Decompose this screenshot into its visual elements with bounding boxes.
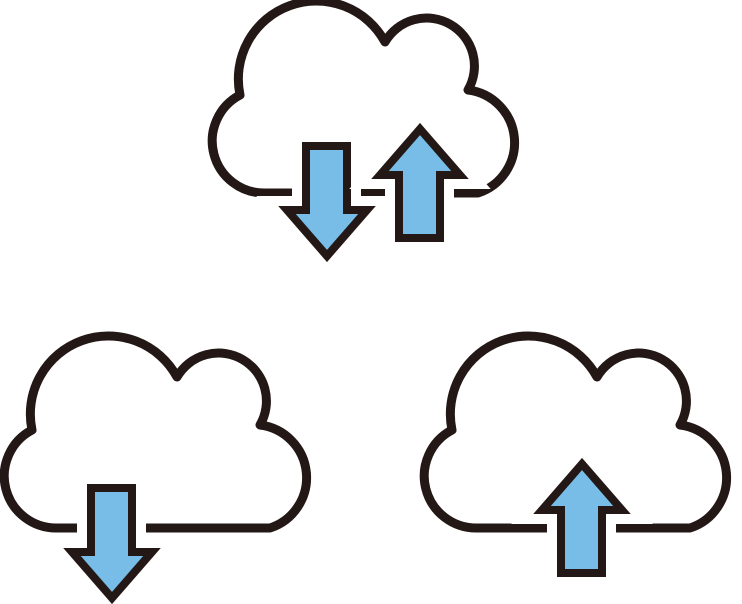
upload-arrow-icon: [542, 464, 622, 573]
cloud-upload-icon: [424, 336, 726, 573]
download-arrow-icon: [287, 146, 367, 256]
cloud-download-icon: [4, 336, 306, 598]
download-arrow-icon: [72, 488, 152, 598]
cloud-outline: [212, 1, 514, 193]
upload-arrow-icon: [380, 129, 460, 238]
cloud-sync-icon: [212, 1, 514, 256]
cloud-outline: [4, 336, 306, 528]
